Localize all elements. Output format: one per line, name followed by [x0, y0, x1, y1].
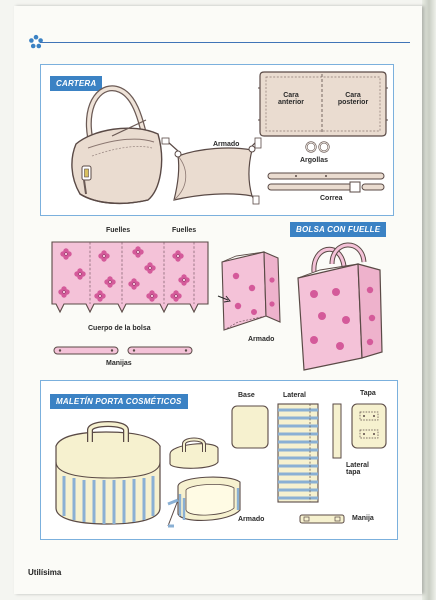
case-assembled-illustration	[167, 437, 241, 528]
section-title-maletin: MALETÍN PORTA COSMÉTICOS	[50, 394, 188, 409]
rings-illustration	[305, 141, 330, 153]
lid-side-pattern	[332, 403, 342, 459]
label-fuelles-right: Fuelles	[172, 227, 197, 234]
bag-handles-pattern	[53, 346, 193, 355]
label-lateral: Lateral	[283, 392, 306, 399]
footer-brand: Utilísima	[28, 568, 62, 577]
cosmetic-case-illustration	[55, 421, 161, 525]
bag-finished-illustration	[297, 242, 383, 371]
lid-pattern	[351, 403, 387, 449]
side-pattern	[277, 403, 319, 503]
label-armado-cartera: Armado	[213, 141, 240, 148]
flower-icon	[29, 34, 43, 49]
label-tapa: Tapa	[360, 390, 376, 397]
label-fuelles-left: Fuelles	[106, 227, 131, 234]
label-cara-posterior: Cara posterior	[337, 92, 369, 106]
bag-folding-illustration	[217, 251, 281, 331]
label-armado-bolsa: Armado	[248, 336, 275, 343]
label-correa: Correa	[320, 195, 343, 202]
page-edge	[422, 0, 436, 600]
base-pattern	[231, 405, 269, 449]
label-cuerpo-bolsa: Cuerpo de la bolsa	[88, 325, 151, 332]
handle-pattern	[299, 514, 345, 524]
pillow-assembled-illustration	[161, 137, 262, 205]
section-title-bolsa: BOLSA CON FUELLE	[290, 222, 387, 237]
strap-illustration	[267, 172, 385, 193]
label-manijas: Manijas	[106, 360, 132, 367]
pattern-front-back	[258, 71, 388, 137]
handbag-illustration	[71, 85, 163, 205]
label-lateral-tapa: Lateral tapa	[346, 462, 369, 476]
label-cara-anterior: Cara anterior	[277, 92, 305, 106]
label-argollas: Argollas	[300, 157, 329, 164]
section-title-cartera: CARTERA	[50, 76, 103, 91]
label-manija: Manija	[352, 515, 374, 522]
header-rule	[40, 42, 410, 43]
bag-body-pattern	[51, 241, 209, 314]
label-base: Base	[238, 392, 255, 399]
label-armado-maletin: Armado	[238, 516, 265, 523]
